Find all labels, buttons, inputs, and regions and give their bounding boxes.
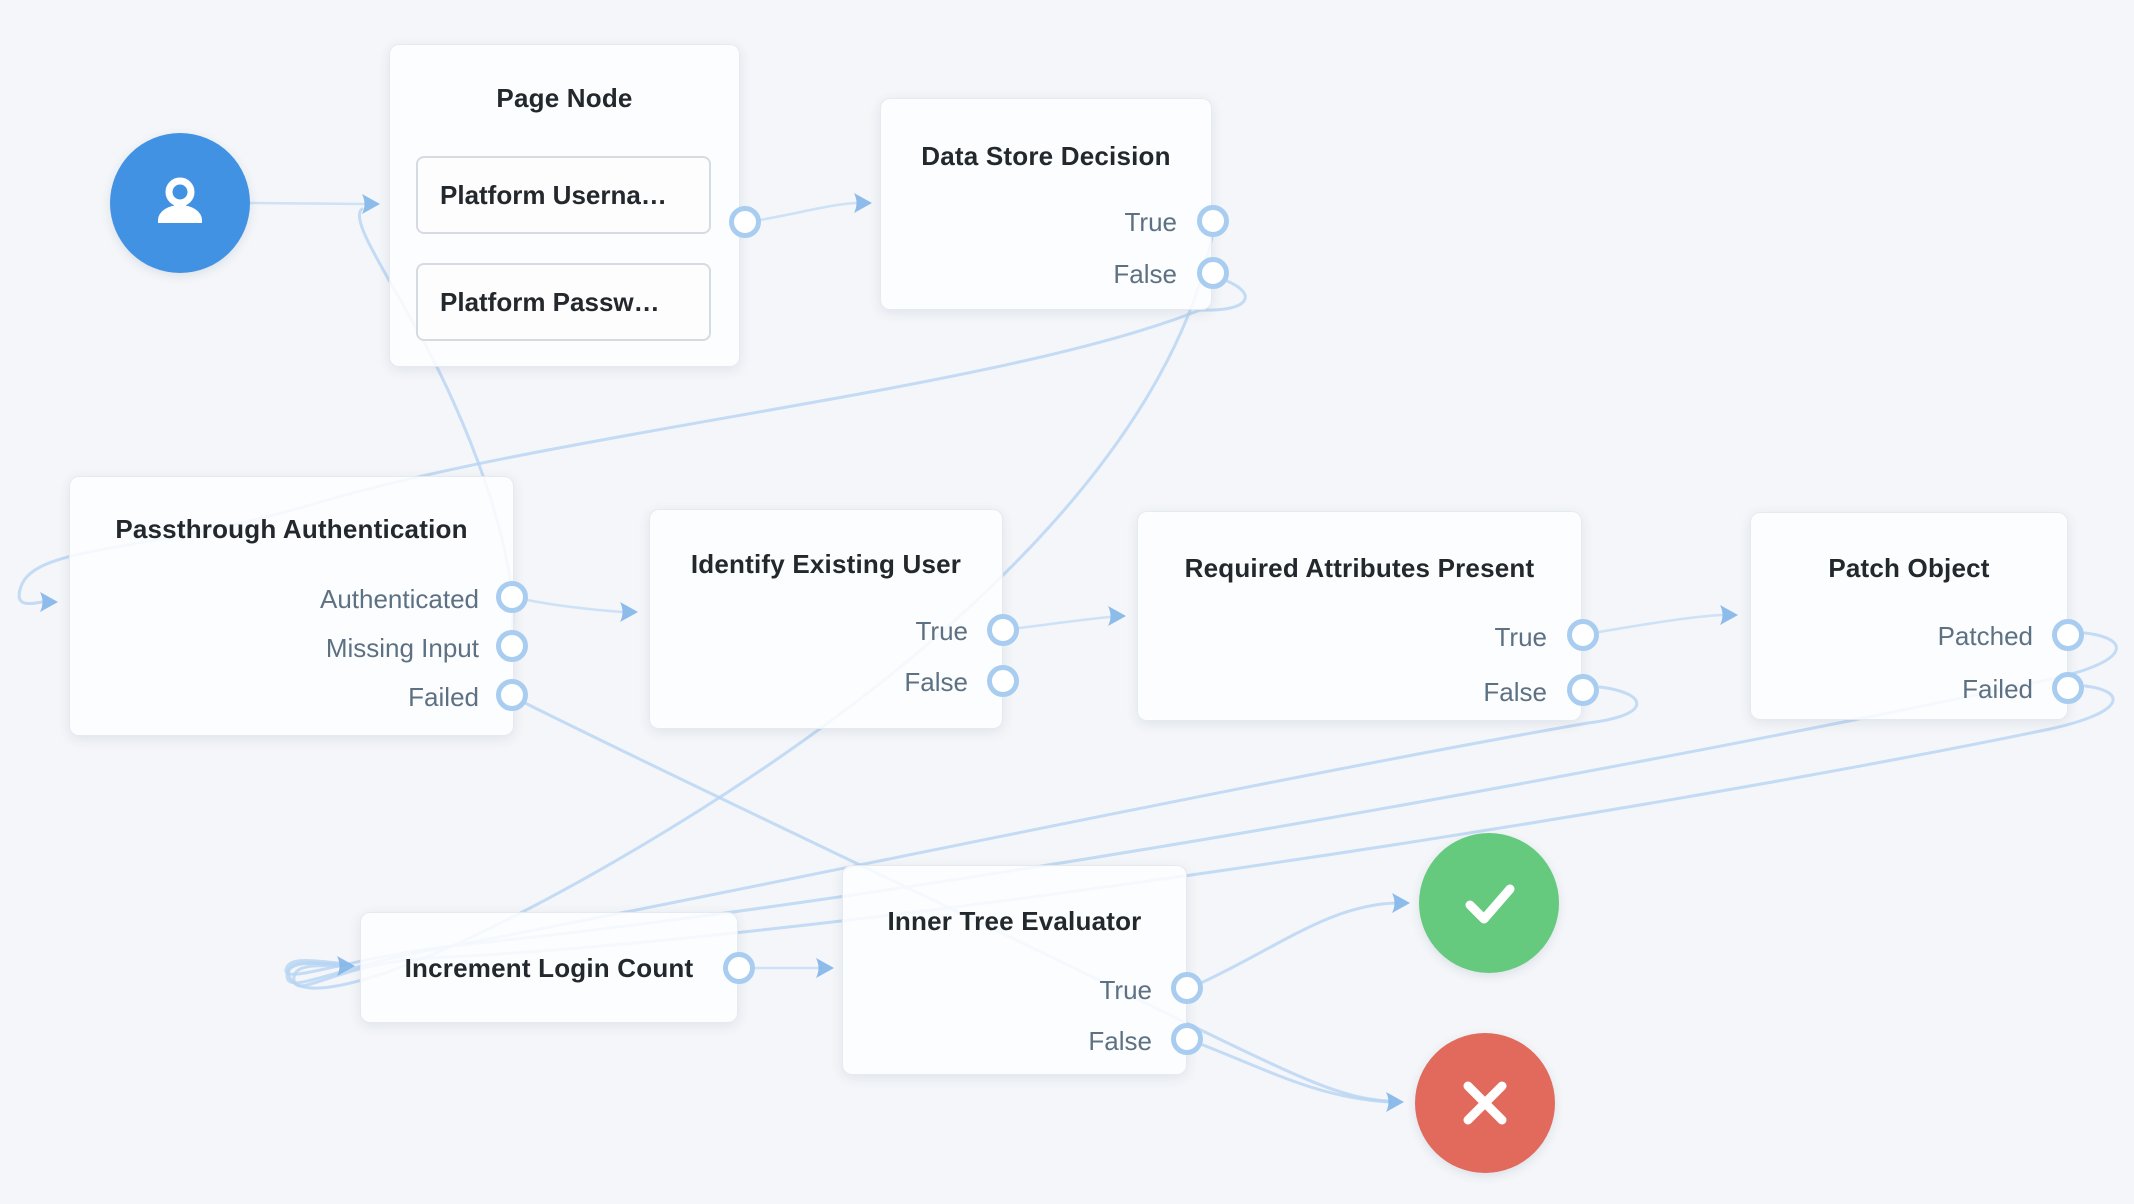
outcome-true: True — [915, 616, 969, 646]
edge-page-node-to-data-store-decision[interactable] — [758, 201, 858, 222]
failure-node[interactable] — [1415, 1033, 1555, 1173]
port-passthrough-failed[interactable] — [496, 679, 528, 711]
port-patch-patched[interactable] — [2052, 619, 2084, 651]
subnode-platform-password[interactable]: Platform Passw… — [416, 263, 711, 341]
outcome-failed: Failed — [1962, 674, 2033, 704]
port-required-true[interactable] — [1567, 619, 1599, 651]
x-icon — [1463, 1081, 1507, 1125]
arrowhead — [40, 592, 58, 612]
outcome-true: True — [1099, 975, 1153, 1005]
node-title: Passthrough Authentication — [115, 514, 468, 544]
outcome-false: False — [1088, 1026, 1152, 1056]
node-patch-object[interactable]: Patch Object Patched Failed — [1750, 512, 2068, 720]
check-icon — [1465, 884, 1515, 924]
arrowhead — [362, 194, 380, 214]
node-title: Patch Object — [1828, 553, 1990, 583]
port-identify-true[interactable] — [987, 614, 1019, 646]
node-title: Inner Tree Evaluator — [887, 906, 1142, 936]
port-passthrough-missing-input[interactable] — [496, 630, 528, 662]
node-page-node[interactable]: Page Node Platform Userna… Platform Pass… — [389, 44, 740, 367]
arrowhead — [337, 956, 355, 976]
arrowhead — [1108, 606, 1126, 626]
node-title: Identify Existing User — [690, 549, 962, 579]
arrowhead — [1386, 1092, 1404, 1112]
user-icon — [158, 177, 202, 223]
port-required-false[interactable] — [1567, 674, 1599, 706]
edge-start-to-page-node[interactable] — [248, 201, 366, 206]
node-inner-tree-evaluator[interactable]: Inner Tree Evaluator True False — [842, 865, 1187, 1075]
node-title: Required Attributes Present — [1184, 553, 1535, 583]
edge-inner-true-to-success[interactable] — [1201, 901, 1398, 984]
outcome-patched: Patched — [1937, 621, 2033, 651]
outcome-false: False — [1113, 259, 1177, 289]
port-inner-tree-false[interactable] — [1171, 1023, 1203, 1055]
outcome-failed: Failed — [408, 682, 479, 712]
subnode-label: Platform Passw… — [440, 286, 660, 317]
subnode-platform-username[interactable]: Platform Userna… — [416, 156, 711, 234]
edge-authenticated-to-identify[interactable] — [525, 598, 624, 614]
outcome-true: True — [1124, 207, 1178, 237]
port-inner-tree-true[interactable] — [1171, 972, 1203, 1004]
port-increment-out[interactable] — [723, 952, 755, 984]
success-node[interactable] — [1419, 833, 1559, 973]
node-increment-login-count[interactable]: Increment Login Count — [360, 912, 738, 1023]
edge-required-true-to-patch[interactable] — [1597, 613, 1724, 634]
port-dsd-false[interactable] — [1197, 257, 1229, 289]
port-patch-failed[interactable] — [2052, 672, 2084, 704]
arrowhead — [620, 602, 638, 622]
edge-inner-false-to-failure[interactable] — [1201, 1043, 1392, 1104]
arrowhead — [854, 193, 872, 213]
port-page-node-out[interactable] — [729, 206, 761, 238]
node-required-attributes-present[interactable]: Required Attributes Present True False — [1137, 511, 1582, 721]
outcome-false: False — [1483, 677, 1547, 707]
outcome-authenticated: Authenticated — [319, 584, 479, 614]
port-identify-false[interactable] — [987, 665, 1019, 697]
arrowhead — [1720, 605, 1738, 625]
subnode-label: Platform Userna… — [440, 179, 667, 210]
node-title: Data Store Decision — [921, 141, 1171, 171]
node-identify-existing-user[interactable]: Identify Existing User True False — [649, 509, 1003, 729]
outcome-false: False — [904, 667, 968, 697]
edge-identify-true-to-required[interactable] — [1017, 615, 1112, 630]
outcome-true: True — [1494, 622, 1548, 652]
outcome-missing-input: Missing Input — [325, 633, 479, 663]
node-title: Page Node — [496, 83, 633, 113]
port-dsd-true[interactable] — [1197, 205, 1229, 237]
start-node[interactable] — [110, 133, 250, 273]
node-passthrough-authentication[interactable]: Passthrough Authentication Authenticated… — [69, 476, 514, 736]
node-data-store-decision[interactable]: Data Store Decision True False — [880, 98, 1212, 310]
node-title: Increment Login Count — [404, 953, 694, 983]
arrowhead — [1392, 893, 1410, 913]
port-passthrough-authenticated[interactable] — [496, 581, 528, 613]
arrowhead — [816, 958, 834, 978]
